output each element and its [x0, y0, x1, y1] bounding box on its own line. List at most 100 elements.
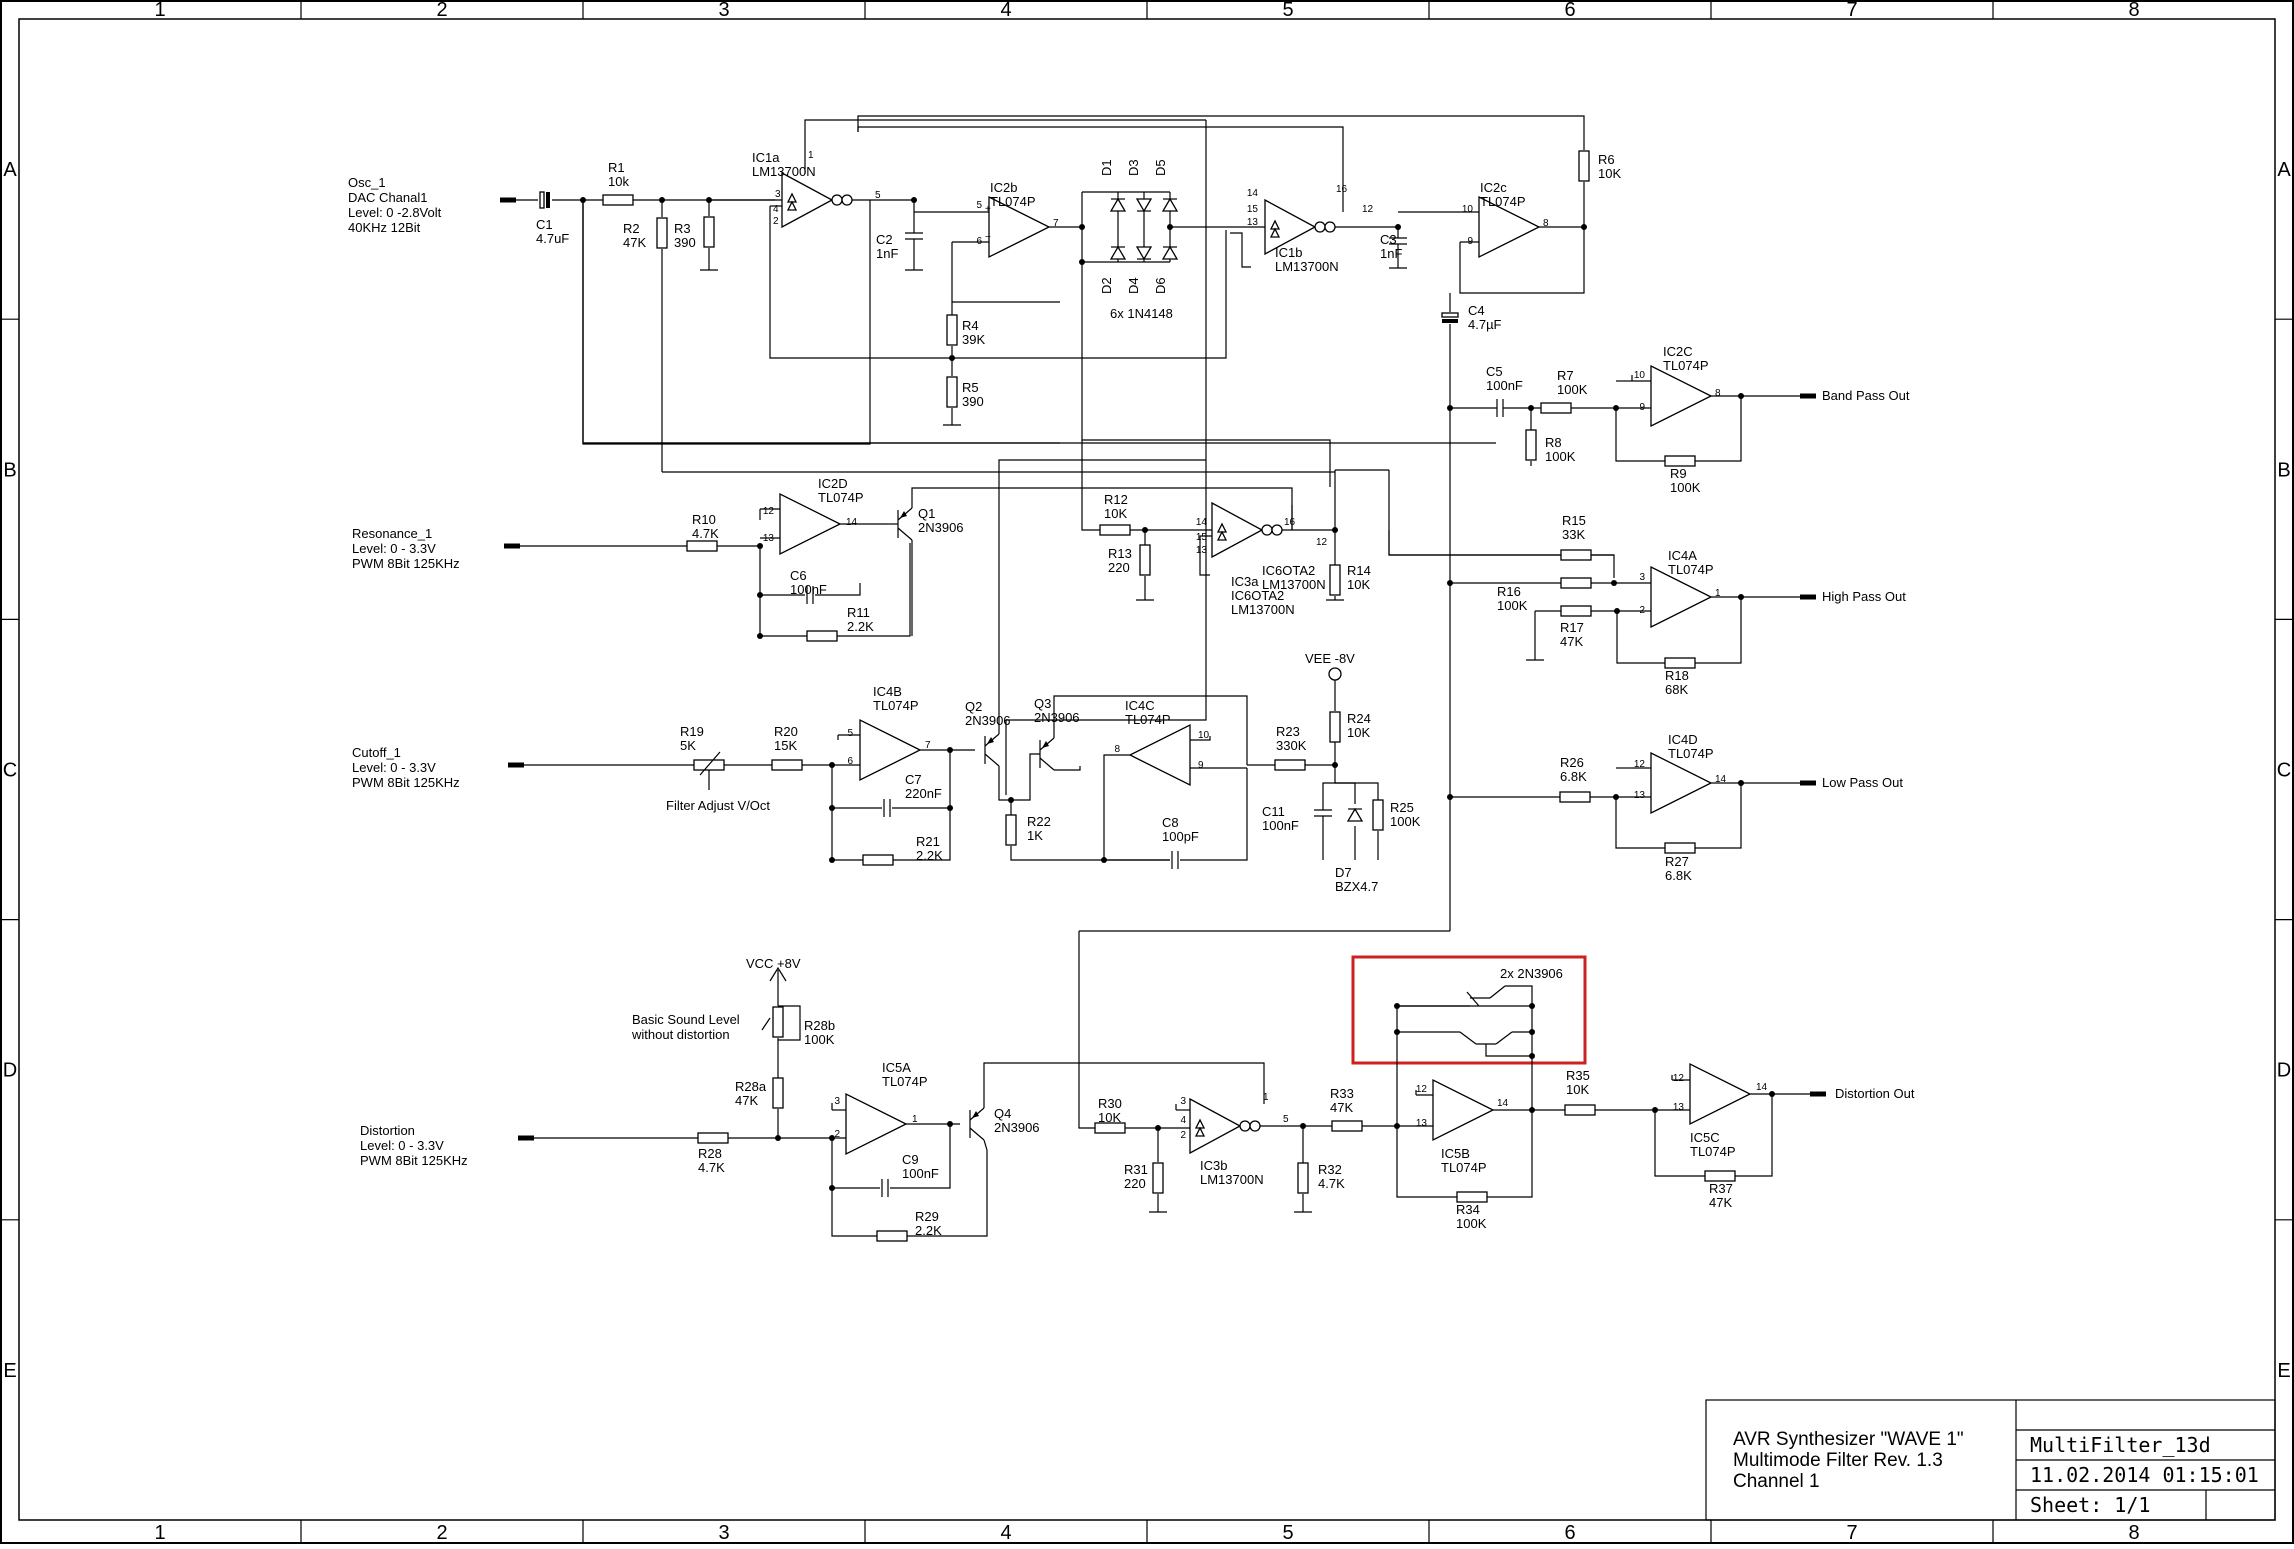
- part-label-r13: R13: [1108, 546, 1132, 561]
- ota-output: [831, 194, 843, 206]
- pin-number: 13: [1634, 790, 1646, 801]
- junction-dot: [1447, 794, 1453, 800]
- part-label-r29: R29: [915, 1209, 939, 1224]
- pin-number: +: [985, 204, 991, 215]
- part-label-ic1b: IC1b: [1275, 245, 1302, 260]
- input-terminal: [500, 197, 516, 203]
- pin-number: 10: [1198, 730, 1210, 741]
- part-label-ic4d: IC4D: [1668, 732, 1698, 747]
- resistor: [602, 194, 634, 206]
- pin-number: 2: [1180, 1130, 1186, 1141]
- part-label-ic3a: LM13700N: [1231, 602, 1295, 617]
- resistor: [946, 376, 958, 408]
- part-label-r28b: R28b: [804, 1018, 835, 1033]
- resistor: [1560, 605, 1592, 617]
- row-label: B: [3, 459, 16, 481]
- transistor: [1466, 991, 1480, 1007]
- part-label-r15: 33K: [1562, 527, 1585, 542]
- pin-number: 12: [763, 506, 775, 517]
- ota-diode: [1216, 530, 1228, 541]
- part-label-ic1a: LM13700N: [752, 164, 816, 179]
- diode: [1109, 197, 1127, 212]
- osc-input-text: 40KHz 12Bit: [348, 220, 421, 235]
- part-label-ic2d: TL074P: [818, 490, 864, 505]
- part-label-r15: R15: [1562, 513, 1586, 528]
- wire: [778, 1005, 801, 1041]
- wire: [815, 583, 861, 596]
- band-pass-out-label: Band Pass Out: [1822, 388, 1910, 403]
- transistor: [1459, 1031, 1477, 1045]
- wire: [769, 206, 1227, 359]
- distortion-input-text: Distortion: [360, 1123, 415, 1138]
- part-label-c11: 100nF: [1262, 818, 1299, 833]
- part-label-r4: R4: [962, 318, 979, 333]
- transistor: [984, 753, 1000, 767]
- part-label-r25: R25: [1390, 800, 1414, 815]
- part-label-r12: R12: [1104, 492, 1128, 507]
- wire: [1459, 227, 1585, 294]
- pin-number: 10: [1634, 370, 1646, 381]
- part-label-r28: R28: [698, 1146, 722, 1161]
- wire: [831, 1138, 877, 1237]
- pin-number: 16: [1336, 184, 1348, 195]
- part-label-r32: R32: [1318, 1162, 1342, 1177]
- wire-layer: [516, 115, 1810, 1237]
- resistor: [1704, 1170, 1736, 1182]
- input-terminal: [504, 543, 520, 549]
- row-label: C: [3, 760, 17, 782]
- pin-number: 9: [1198, 760, 1204, 771]
- pin-number: 13: [1673, 1102, 1685, 1113]
- part-label-r12: 10K: [1104, 506, 1127, 521]
- cutoff-input-text: Level: 0 - 3.3V: [352, 760, 436, 775]
- column-label: 1: [154, 0, 165, 21]
- pin-number: 3: [834, 1096, 840, 1107]
- part-label-r2: R2: [623, 221, 640, 236]
- input-terminal: [508, 762, 524, 768]
- pin-number: 1: [1263, 1092, 1269, 1103]
- row-label: B: [2277, 459, 2290, 481]
- part-label-r7: 100K: [1557, 382, 1588, 397]
- resistor: [1540, 402, 1572, 414]
- junction-dot: [829, 805, 835, 811]
- pin-number: 10: [1462, 204, 1474, 215]
- column-label: 2: [436, 1522, 447, 1544]
- resistor: [1099, 524, 1131, 536]
- part-label-ic2b: IC2b: [990, 180, 1017, 195]
- ota-diode: [1194, 1126, 1206, 1137]
- distortion-input-text: Level: 0 - 3.3V: [360, 1138, 444, 1153]
- part-label-r11: R11: [847, 605, 870, 620]
- diode-label: D3: [1126, 159, 1141, 176]
- pin-number: 4: [773, 204, 779, 215]
- pin-number: 13: [1196, 545, 1208, 556]
- part-label-r14: R14: [1347, 563, 1371, 578]
- resistor: [1664, 455, 1696, 467]
- part-label-r1: 10k: [608, 174, 629, 189]
- resistor: [1329, 711, 1341, 743]
- part-label-r26: 6.8K: [1560, 769, 1587, 784]
- wire: [1335, 782, 1356, 804]
- part-label-c5: 100nF: [1486, 378, 1523, 393]
- part-label-r32: 4.7K: [1318, 1176, 1345, 1191]
- part-label-r21: 2.2K: [916, 848, 943, 863]
- opamp: [1211, 501, 1264, 559]
- part-label-c9: C9: [902, 1152, 919, 1167]
- wire: [1180, 768, 1248, 861]
- basic-sound-note: without distortion: [631, 1027, 730, 1042]
- ota-output: [1271, 524, 1283, 536]
- opamp: [1189, 1097, 1242, 1155]
- wire: [1695, 597, 1742, 664]
- column-label: 4: [1000, 1522, 1011, 1544]
- part-label-q1: 2N3906: [918, 520, 964, 535]
- part-label-ic5a: IC5A: [882, 1060, 911, 1075]
- wire: [890, 1124, 951, 1189]
- pin-number: 3: [1180, 1096, 1186, 1107]
- pin-number: 7: [925, 740, 931, 751]
- wire: [907, 1150, 988, 1237]
- diode-note: 6x 1N4148: [1110, 306, 1173, 321]
- pin-number: 6: [976, 236, 982, 247]
- wire: [1199, 535, 1212, 576]
- resistor: [697, 1132, 729, 1144]
